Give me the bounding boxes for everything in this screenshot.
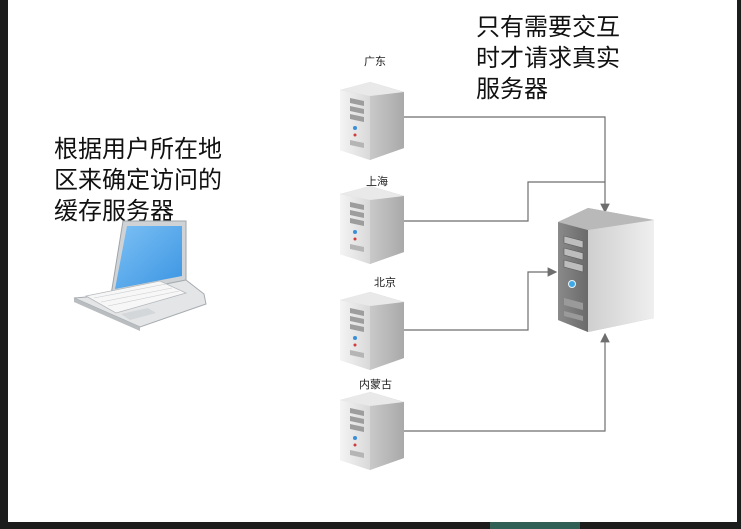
server-icon-guangdong (340, 82, 404, 160)
connector-guangdong (403, 116, 610, 214)
left-caption-line: 根据用户所在地 (54, 135, 222, 163)
connector-shanghai (403, 181, 605, 222)
server-icon-shanghai (340, 186, 404, 264)
diagram-drawing (73, 82, 654, 470)
top-caption-line: 只有需要交互 (476, 13, 620, 41)
server-icon-beijing (340, 292, 404, 370)
diagram-canvas: 根据用户所在地 区来确定访问的 缓存服务器 只有需要交互 时才请求真实 服务器 … (8, 0, 737, 522)
left-caption-line: 区来确定访问的 (54, 166, 222, 194)
top-caption-line: 服务器 (476, 75, 548, 103)
server-label-beijing: 北京 (374, 276, 396, 289)
top-caption: 只有需要交互 时才请求真实 服务器 (476, 12, 620, 105)
left-caption-line: 缓存服务器 (54, 197, 174, 225)
origin-server-icon (558, 208, 654, 332)
top-caption-line: 时才请求真实 (476, 44, 620, 72)
server-icon-neimenggu (340, 392, 404, 470)
server-label-neimenggu: 内蒙古 (359, 378, 392, 391)
bottom-accent-bar (490, 522, 580, 529)
connector-neimenggu (403, 332, 610, 432)
connectors (403, 116, 610, 432)
connector-beijing (403, 267, 558, 331)
laptop-icon (73, 220, 207, 331)
server-label-guangdong: 广东 (364, 55, 386, 68)
left-caption: 根据用户所在地 区来确定访问的 缓存服务器 (54, 134, 222, 227)
server-label-shanghai: 上海 (366, 175, 388, 188)
